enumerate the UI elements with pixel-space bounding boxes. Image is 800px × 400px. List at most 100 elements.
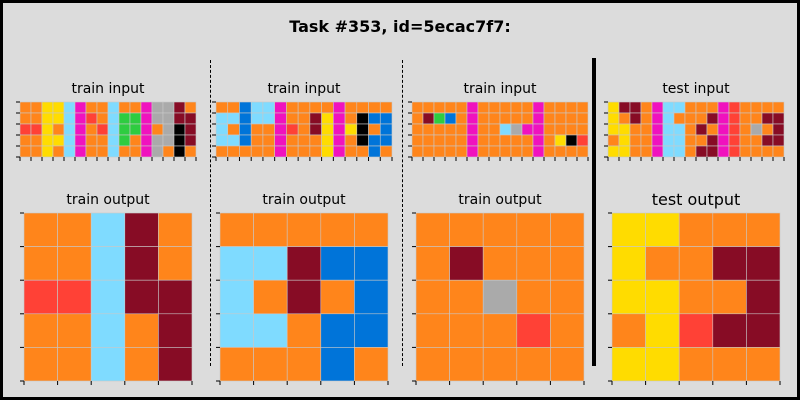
- grid-cell: [23, 347, 58, 382]
- grid-cell: [90, 279, 126, 315]
- grid-cell: [499, 134, 512, 147]
- grid-cell: [250, 123, 264, 136]
- grid-cell: [379, 112, 393, 125]
- grid-cell: [124, 313, 159, 348]
- grid-cell: [576, 134, 589, 147]
- grid-cell: [499, 101, 512, 114]
- grid-cell: [750, 112, 763, 125]
- grid-cell: [516, 246, 551, 281]
- grid-cell: [477, 112, 490, 125]
- grid-cell: [215, 112, 229, 125]
- grid-cell: [532, 101, 545, 114]
- grid-cell: [717, 134, 730, 147]
- grid-cell: [151, 134, 164, 147]
- grid-cell: [162, 112, 175, 125]
- grid-cell: [695, 145, 708, 158]
- grid-cell: [684, 145, 697, 158]
- grid-cell: [444, 145, 457, 158]
- grid-cell: [543, 145, 556, 158]
- grid-cell: [286, 123, 299, 136]
- panel-label: train output: [262, 192, 346, 208]
- grid-cell: [618, 123, 631, 136]
- grid-cell: [772, 145, 785, 158]
- grid-cell: [750, 123, 763, 136]
- grid-cell: [728, 123, 741, 136]
- grid-cell: [140, 112, 153, 125]
- test-output-grid: [608, 212, 781, 385]
- grid-cell: [684, 123, 697, 136]
- grid-cell: [286, 112, 299, 125]
- grid-cell: [162, 145, 175, 158]
- grid-cell: [455, 112, 468, 125]
- grid-cell: [449, 212, 484, 247]
- train-input-grid-2: [212, 101, 393, 161]
- grid-cell: [356, 145, 369, 158]
- grid-cell: [466, 145, 479, 158]
- grid-cell: [565, 112, 578, 125]
- grid-cell: [678, 212, 714, 247]
- grid-cell: [57, 279, 92, 315]
- grid-cell: [739, 112, 752, 125]
- grid-cell: [645, 347, 680, 382]
- grid-cell: [354, 313, 389, 348]
- grid-cell: [368, 101, 381, 114]
- grid-cell: [433, 112, 446, 125]
- grid-cell: [344, 112, 358, 125]
- grid-cell: [63, 101, 76, 114]
- grid-cell: [286, 347, 322, 382]
- grid-cell: [85, 145, 98, 158]
- grid-cell: [129, 101, 142, 114]
- grid-cell: [173, 134, 186, 147]
- grid-cell: [41, 112, 54, 125]
- grid-cell: [477, 145, 490, 158]
- grid-cell: [510, 123, 523, 136]
- grid-cell: [227, 123, 240, 136]
- grid-cell: [354, 279, 389, 315]
- grid-cell: [333, 123, 346, 136]
- grid-cell: [158, 313, 193, 348]
- grid-cell: [532, 145, 545, 158]
- grid-cell: [162, 101, 175, 114]
- grid-cell: [85, 101, 98, 114]
- train-output-grid-3: [412, 212, 585, 385]
- grid-cell: [678, 246, 714, 281]
- grid-cell: [30, 134, 43, 147]
- grid-cell: [320, 347, 355, 382]
- grid-cell: [611, 246, 646, 281]
- grid-cell: [746, 246, 781, 281]
- grid-cell: [433, 134, 446, 147]
- grid-cell: [52, 145, 65, 158]
- grid-cell: [356, 101, 369, 114]
- grid-cell: [129, 134, 142, 147]
- grid-cell: [618, 101, 631, 114]
- grid-cell: [41, 101, 54, 114]
- grid-cell: [695, 134, 708, 147]
- grid-cell: [618, 145, 631, 158]
- grid-cell: [107, 112, 120, 125]
- grid-cell: [455, 101, 468, 114]
- panel-label: test input: [662, 81, 730, 97]
- grid-cell: [262, 123, 275, 136]
- grid-cell: [219, 246, 254, 281]
- grid-cell: [368, 123, 381, 136]
- grid-cell: [477, 123, 490, 136]
- grid-cell: [695, 112, 708, 125]
- grid-cell: [19, 101, 32, 114]
- grid-cell: [90, 313, 126, 348]
- grid-cell: [286, 313, 322, 348]
- grid-cell: [140, 123, 153, 136]
- grid-cell: [184, 134, 197, 147]
- grid-cell: [219, 347, 254, 382]
- grid-cell: [717, 123, 730, 136]
- grid-cell: [712, 279, 747, 315]
- grid-cell: [712, 212, 747, 247]
- grid-cell: [444, 134, 457, 147]
- grid-cell: [309, 112, 322, 125]
- grid-cell: [673, 134, 686, 147]
- grid-cell: [488, 101, 501, 114]
- grid-cell: [274, 134, 287, 147]
- grid-cell: [41, 123, 54, 136]
- grid-cell: [576, 101, 589, 114]
- grid-cell: [118, 134, 131, 147]
- grid-cell: [96, 101, 109, 114]
